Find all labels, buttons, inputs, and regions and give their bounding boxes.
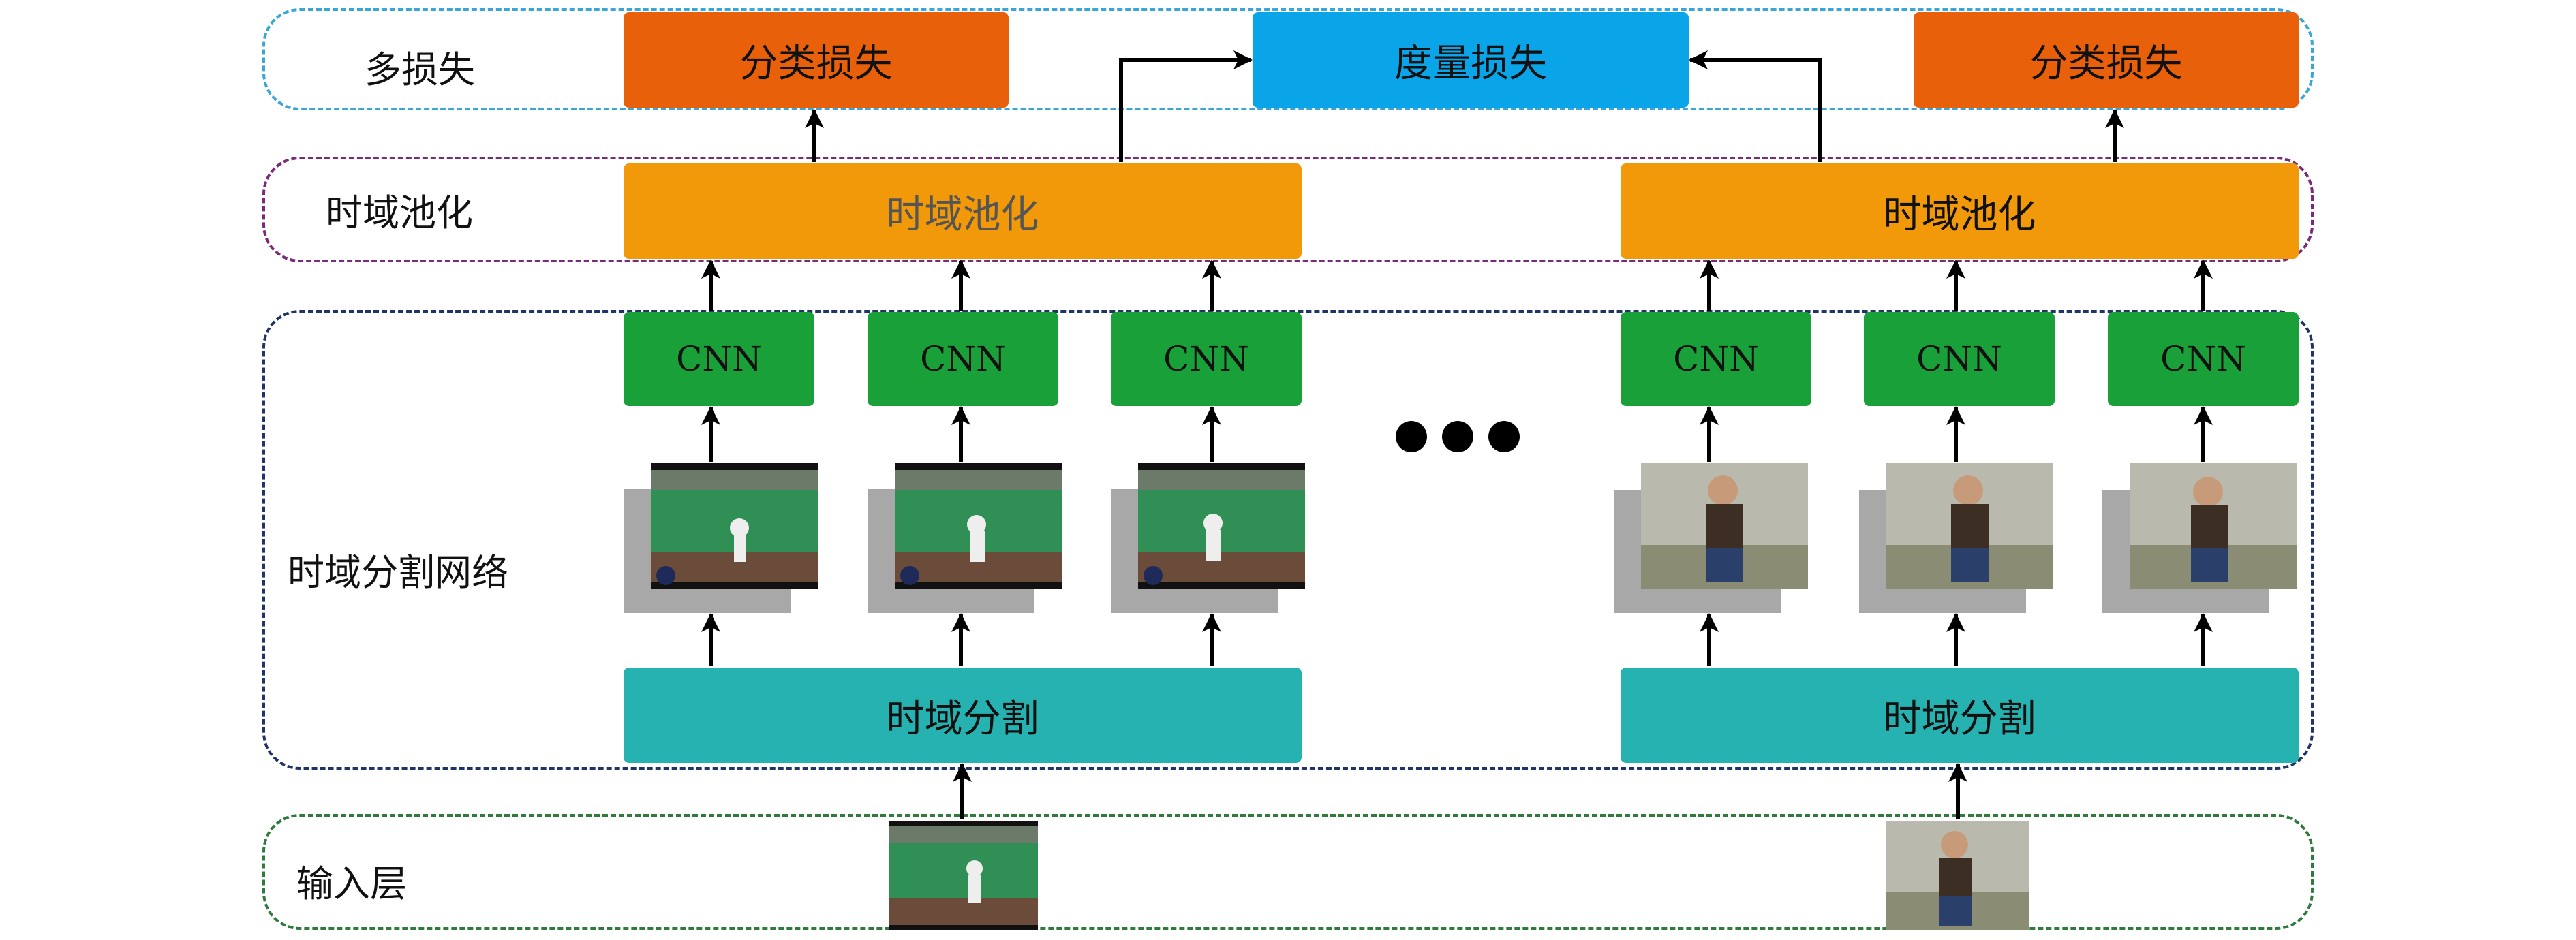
cnn-box: CNN [624, 312, 814, 406]
temporal-pooling-region [262, 157, 2314, 262]
multi-loss-label: 多损失 [365, 48, 475, 91]
cowboy-frame-image [1886, 463, 2053, 589]
input-layer-region [262, 814, 2314, 930]
cnn-box: CNN [1111, 312, 1302, 406]
input-baseball-image [889, 821, 1038, 930]
temporal-pooling-label: 时域池化 [326, 191, 473, 234]
metric-loss-box: 度量损失 [1253, 12, 1689, 108]
input-cowboy-image [1886, 821, 2029, 930]
cowboy-frame-image [2130, 463, 2297, 589]
cnn-box: CNN [2108, 312, 2299, 406]
classification-loss-box-right: 分类损失 [1914, 12, 2299, 108]
baseball-frame-image [895, 463, 1062, 589]
input-layer-label: 输入层 [296, 862, 407, 905]
cnn-box: CNN [868, 312, 1058, 406]
temporal-segmentation-box-right: 时域分割 [1621, 668, 2299, 763]
cnn-box: CNN [1621, 312, 1811, 406]
cnn-box: CNN [1864, 312, 2055, 406]
segment-network-region [262, 310, 2314, 770]
multi-loss-region [262, 8, 2314, 110]
baseball-frame-image [1138, 463, 1305, 589]
cowboy-frame-image [1641, 463, 1808, 589]
baseball-frame-image [651, 463, 818, 589]
classification-loss-box-left: 分类损失 [624, 12, 1009, 108]
temporal-segmentation-box-left: 时域分割 [624, 668, 1302, 763]
temporal-pooling-box-left: 时域池化 [624, 163, 1302, 259]
ellipsis-dots [1396, 421, 1520, 452]
segment-network-label: 时域分割网络 [288, 551, 508, 594]
temporal-pooling-box-right: 时域池化 [1621, 163, 2299, 259]
